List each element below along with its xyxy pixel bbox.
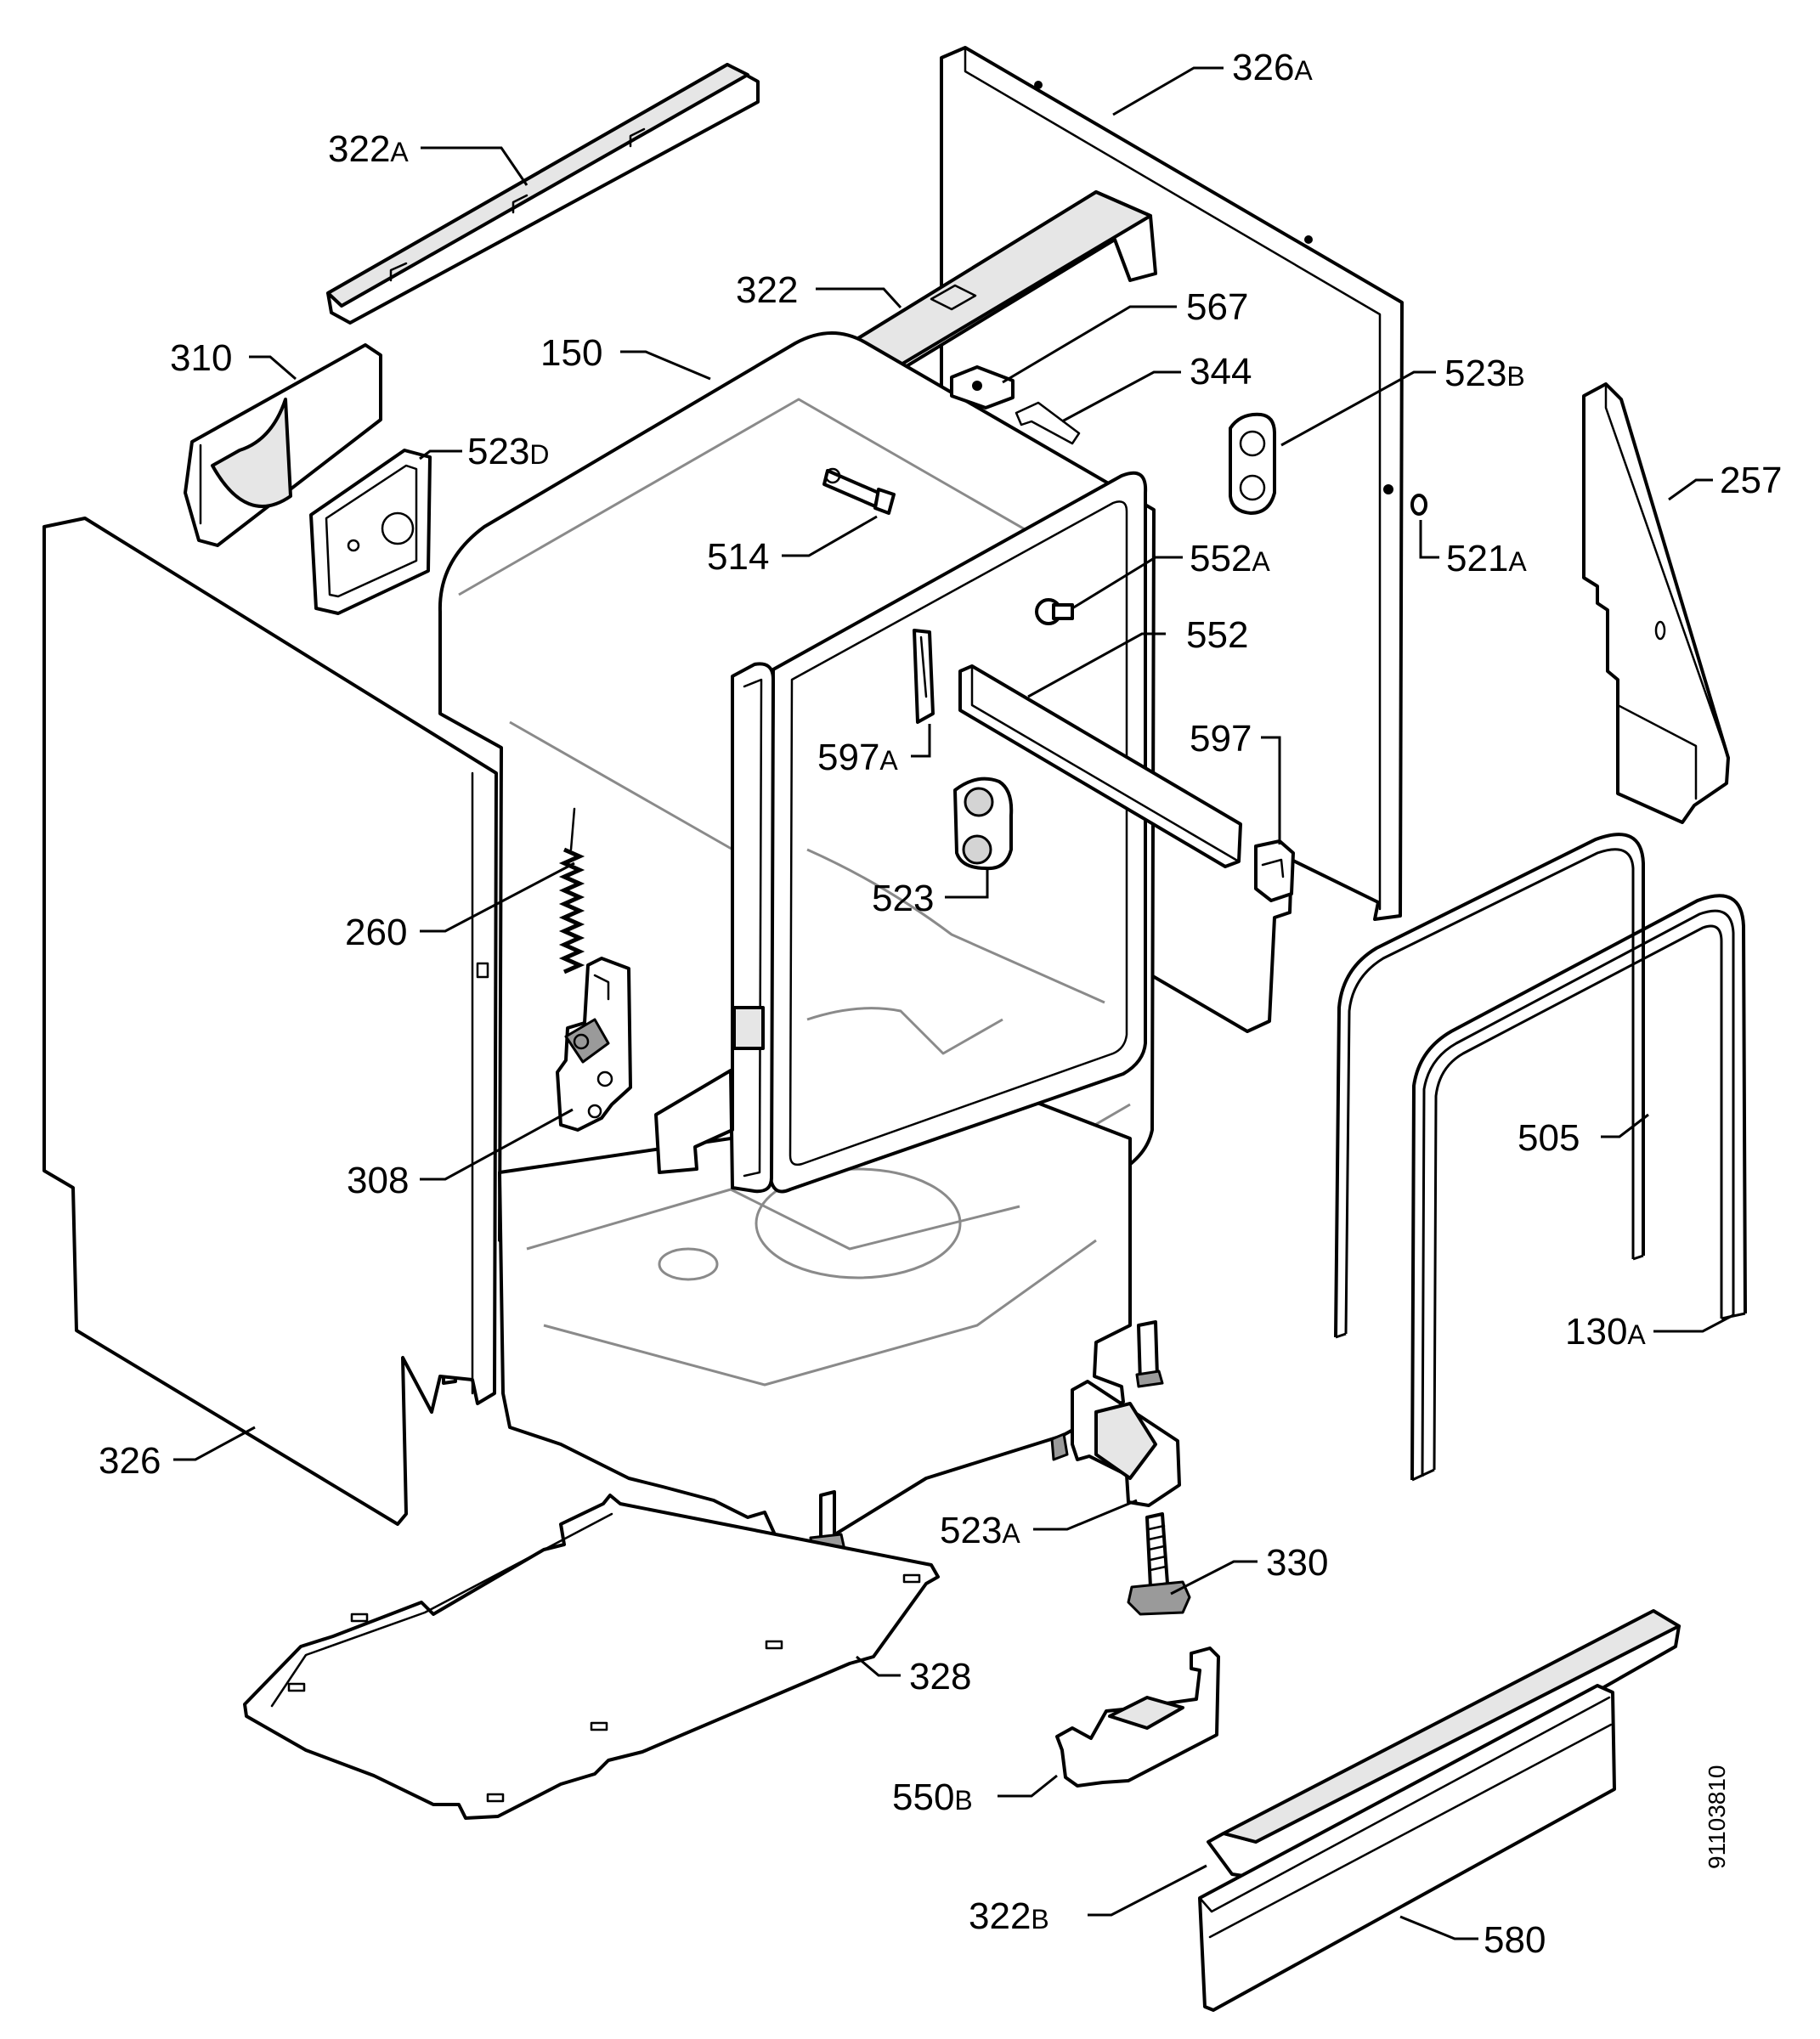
part-260-spring [558,807,585,974]
part-514-pin [822,467,896,515]
label-326a: 326A [1232,47,1313,88]
label-328: 328 [909,1656,971,1697]
label-257: 257 [1720,460,1782,501]
label-514: 514 [707,536,769,578]
part-505-door-gasket [1334,833,1645,1339]
label-322a: 322A [328,128,409,170]
label-344: 344 [1190,351,1252,393]
label-523: 523 [872,878,934,919]
part-330-adjustable-foot [1127,1512,1191,1616]
leader-lines [173,66,1734,1940]
label-552a: 552A [1190,538,1270,579]
label-308: 308 [347,1160,409,1201]
part-580-kickplate [1198,1684,1616,2012]
label-322: 322 [736,269,798,311]
label-523a: 523A [940,1510,1020,1551]
drawing-number: 91103810 [1704,1765,1730,1870]
callout-labels: 326A 322A 322 567 310 150 344 523B 523D … [99,47,1782,1961]
part-597a-latch [913,629,935,724]
label-310: 310 [170,337,232,379]
label-330: 330 [1266,1542,1328,1584]
part-door-edge-strip [654,662,775,1194]
part-344-spring-clip [1015,401,1081,445]
part-328-base-plate [243,1494,940,1820]
label-580: 580 [1484,1919,1546,1961]
label-523d: 523D [467,431,550,472]
label-322b: 322B [969,1895,1049,1937]
label-130a: 130A [1565,1311,1646,1353]
label-567: 567 [1186,286,1248,328]
part-523d-cover-plate [309,449,432,615]
label-521a: 521A [1446,538,1527,579]
label-550b: 550B [892,1776,973,1818]
part-523-grommet [953,777,1014,871]
part-257-side-bracket [1582,382,1730,824]
part-308-hinge [556,957,632,1132]
label-552: 552 [1186,614,1248,656]
part-322a-top-rail [326,63,760,325]
part-521a-washer [1410,494,1427,516]
part-523b-bracket [1229,412,1276,515]
label-150: 150 [540,332,602,374]
part-130a-wall-gasket [1410,894,1747,1482]
label-326: 326 [99,1440,161,1482]
part-326-left-panel [42,517,498,1526]
part-597-clip [1254,839,1295,902]
part-523a-foot-bracket [1050,1380,1181,1507]
part-552-rail [958,664,1242,868]
label-597a: 597A [817,737,898,778]
label-597: 597 [1190,718,1252,760]
part-310-cover-bracket [184,343,382,547]
label-260: 260 [345,912,407,953]
label-523b: 523B [1444,353,1525,394]
part-552a-cap [1035,598,1074,625]
label-505: 505 [1518,1117,1580,1159]
part-550b-foot-cover [1055,1646,1220,1788]
part-567-clip [950,365,1015,409]
